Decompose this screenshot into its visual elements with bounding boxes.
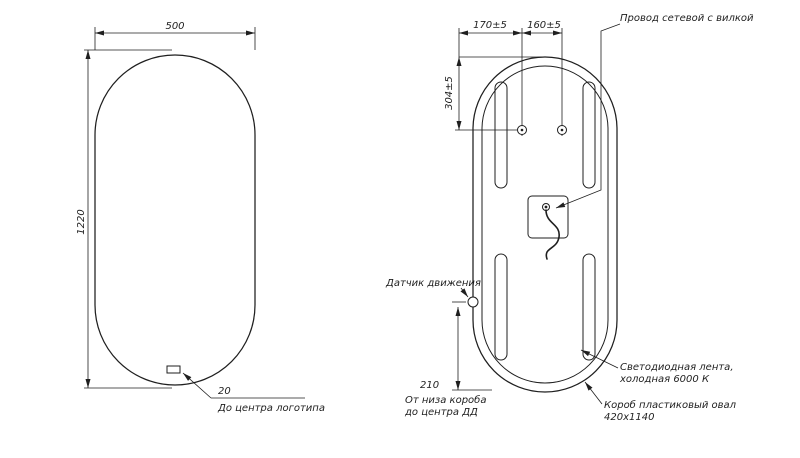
sensor-note-line1-text: От низа короба [405, 394, 486, 406]
leader-line [460, 287, 469, 298]
back-view: 170±5 160±5 304±5 Провод сетевой с вилко… [385, 13, 754, 423]
front-view: 500 1220 20 До центра логотипа [76, 21, 325, 414]
leader-line [580, 349, 619, 369]
sensor-label-text: Датчик движения [385, 278, 481, 289]
box-label-line1-text: Короб пластиковый овал [604, 399, 737, 411]
junction-box-outline [527, 195, 569, 239]
sensor-offset-dimension-text: 210 [420, 380, 439, 391]
cord-callout: Провод сетевой с вилкой [555, 13, 754, 209]
motion-sensor-hole [467, 296, 479, 308]
height-dimension-text: 1220 [76, 209, 87, 234]
box-callout: Короб пластиковый овал 420х1140 [584, 381, 737, 423]
mirror-back-outline [472, 56, 618, 393]
leader-line [182, 372, 212, 399]
box-label-line2-text: 420х1140 [604, 412, 654, 423]
mount-height-dimension-text: 304±5 [444, 76, 455, 110]
led-slot [494, 81, 508, 189]
right-mount-dimension-text: 160±5 [527, 20, 561, 31]
mount-height-dimension: 304±5 [444, 28, 543, 131]
sensor-offset-dimension: 210 От низа короба до центра ДД [404, 301, 492, 418]
led-slot [494, 253, 508, 361]
logo-mark [166, 365, 181, 374]
logo-offset-dimension-text: 20 [218, 386, 231, 397]
led-slot [582, 253, 596, 361]
power-cord [545, 209, 560, 260]
led-callout: Светодиодная лента, холодная 6000 К [580, 349, 734, 385]
led-label-line1-text: Светодиодная лента, [620, 362, 734, 373]
leader-line [584, 381, 603, 405]
cord-gland-center [544, 205, 548, 209]
led-slot [582, 81, 596, 189]
cord-label-text: Провод сетевой с вилкой [620, 13, 754, 24]
motion-sensor: Датчик движения [385, 278, 481, 308]
logo-label-text: До центра логотипа [217, 403, 325, 414]
left-mount-dimension-text: 170±5 [473, 20, 507, 31]
width-dimension: 500 [94, 21, 256, 50]
mirror-front-outline [94, 54, 256, 386]
leader-line [555, 23, 621, 209]
logo-offset-annotation: 20 До центра логотипа [182, 372, 325, 414]
led-label-line2-text: холодная 6000 К [619, 374, 710, 385]
height-dimension: 1220 [76, 49, 172, 389]
mount-hole-center [520, 128, 524, 132]
width-dimension-text: 500 [165, 21, 184, 32]
plastic-box-outline [481, 65, 609, 384]
mount-hole-center [560, 128, 564, 132]
led-channel-slots [494, 81, 596, 361]
mount-spacing-dimensions: 170±5 160±5 [459, 20, 562, 36]
junction-box [527, 195, 569, 260]
sensor-note-line2-text: до центра ДД [404, 407, 478, 418]
